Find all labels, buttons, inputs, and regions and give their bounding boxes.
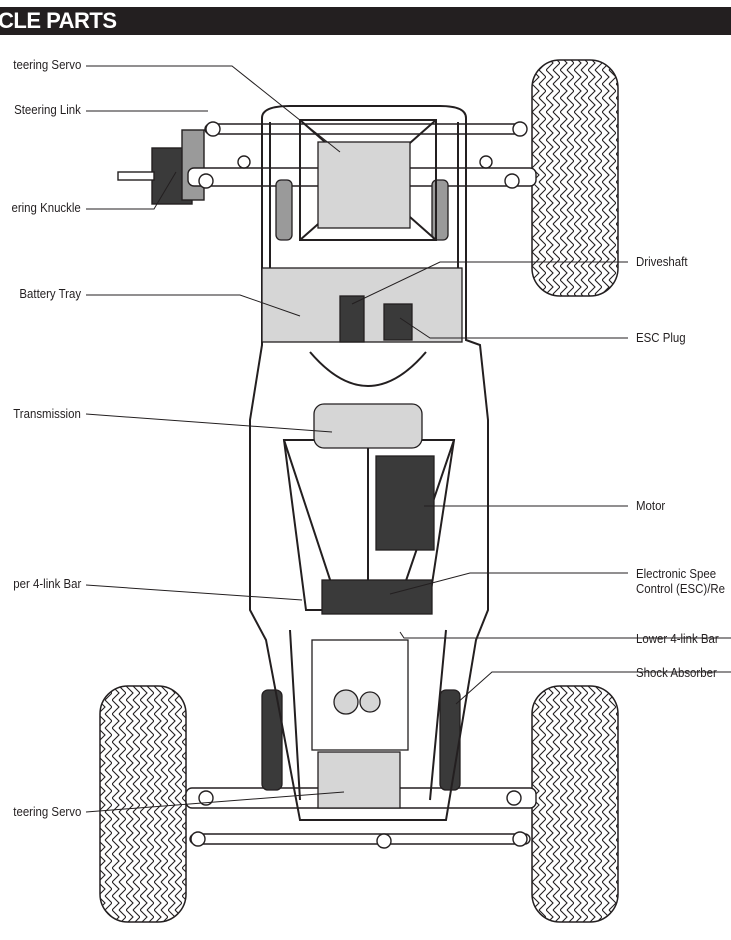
rear-steering-link bbox=[189, 833, 531, 845]
esc-part bbox=[321, 579, 433, 615]
label-shock-absorber: Shock Absorber bbox=[636, 665, 717, 680]
motor-part bbox=[375, 455, 435, 551]
rear-right-tire bbox=[531, 685, 619, 923]
label-steering-link: Steering Link bbox=[14, 102, 81, 117]
leader-lines bbox=[85, 65, 731, 813]
battery-box bbox=[311, 639, 409, 751]
front-steering-servo bbox=[317, 141, 411, 229]
section-title: CLE PARTS bbox=[0, 8, 117, 33]
label-lower-4-link-bar: Lower 4-link Bar bbox=[636, 631, 719, 646]
rear-steering-servo bbox=[317, 751, 401, 809]
transmission-part bbox=[313, 403, 423, 449]
label-driveshaft: Driveshaft bbox=[636, 254, 688, 269]
label-esc: Electronic Spee Control (ESC)/Re bbox=[636, 566, 725, 596]
front-right-tire bbox=[531, 59, 619, 297]
label-esc-line2: Control (ESC)/Re bbox=[636, 581, 726, 596]
front-steering-link bbox=[204, 123, 526, 135]
label-steering-servo-front: teering Servo bbox=[12, 57, 81, 72]
rear-left-tire bbox=[99, 685, 187, 923]
label-esc-line1: Electronic Spee bbox=[636, 566, 717, 581]
label-steering-knuckle: ering Knuckle bbox=[11, 200, 81, 215]
esc-plug-part bbox=[383, 303, 413, 341]
label-battery-tray: Battery Tray bbox=[19, 286, 81, 301]
label-motor: Motor bbox=[636, 498, 666, 513]
driveshaft-part bbox=[339, 295, 365, 343]
label-transmission: Transmission bbox=[13, 406, 81, 421]
front-left-hub bbox=[117, 129, 205, 205]
label-upper-4-link-bar: per 4-link Bar bbox=[12, 576, 81, 591]
section-header: CLE PARTS bbox=[0, 7, 731, 35]
label-esc-plug: ESC Plug bbox=[636, 330, 686, 345]
label-steering-servo-rear: teering Servo bbox=[12, 804, 81, 819]
